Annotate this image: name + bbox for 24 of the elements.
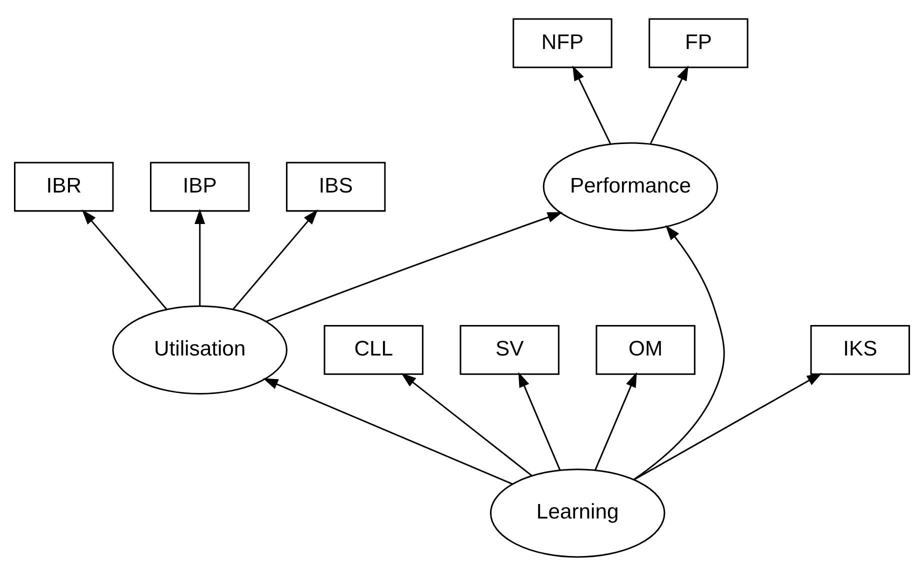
arrow: [518, 372, 561, 470]
arrow: [194, 208, 206, 306]
arrow: [401, 373, 532, 476]
node-ellipse: Performance: [542, 142, 718, 232]
node-box: IBR: [14, 162, 114, 212]
node-box: IBS: [286, 162, 386, 212]
node-box: OM: [596, 325, 696, 375]
arrow: [650, 65, 688, 144]
arrow: [634, 373, 822, 480]
node-box: IKS: [810, 325, 910, 375]
node-box: CLL: [324, 325, 424, 375]
node-box: SV: [460, 325, 560, 375]
arrow: [633, 225, 725, 480]
arrow: [262, 378, 513, 485]
node-box: FP: [648, 18, 748, 68]
node-ellipse: Utilisation: [112, 305, 288, 395]
arrow: [82, 209, 168, 310]
arrow: [572, 65, 612, 144]
arrow: [594, 372, 637, 470]
arrow: [232, 209, 318, 310]
node-box: NFP: [512, 18, 612, 68]
arrow: [266, 212, 563, 322]
node-box: IBP: [150, 162, 250, 212]
node-ellipse: Learning: [490, 468, 666, 558]
